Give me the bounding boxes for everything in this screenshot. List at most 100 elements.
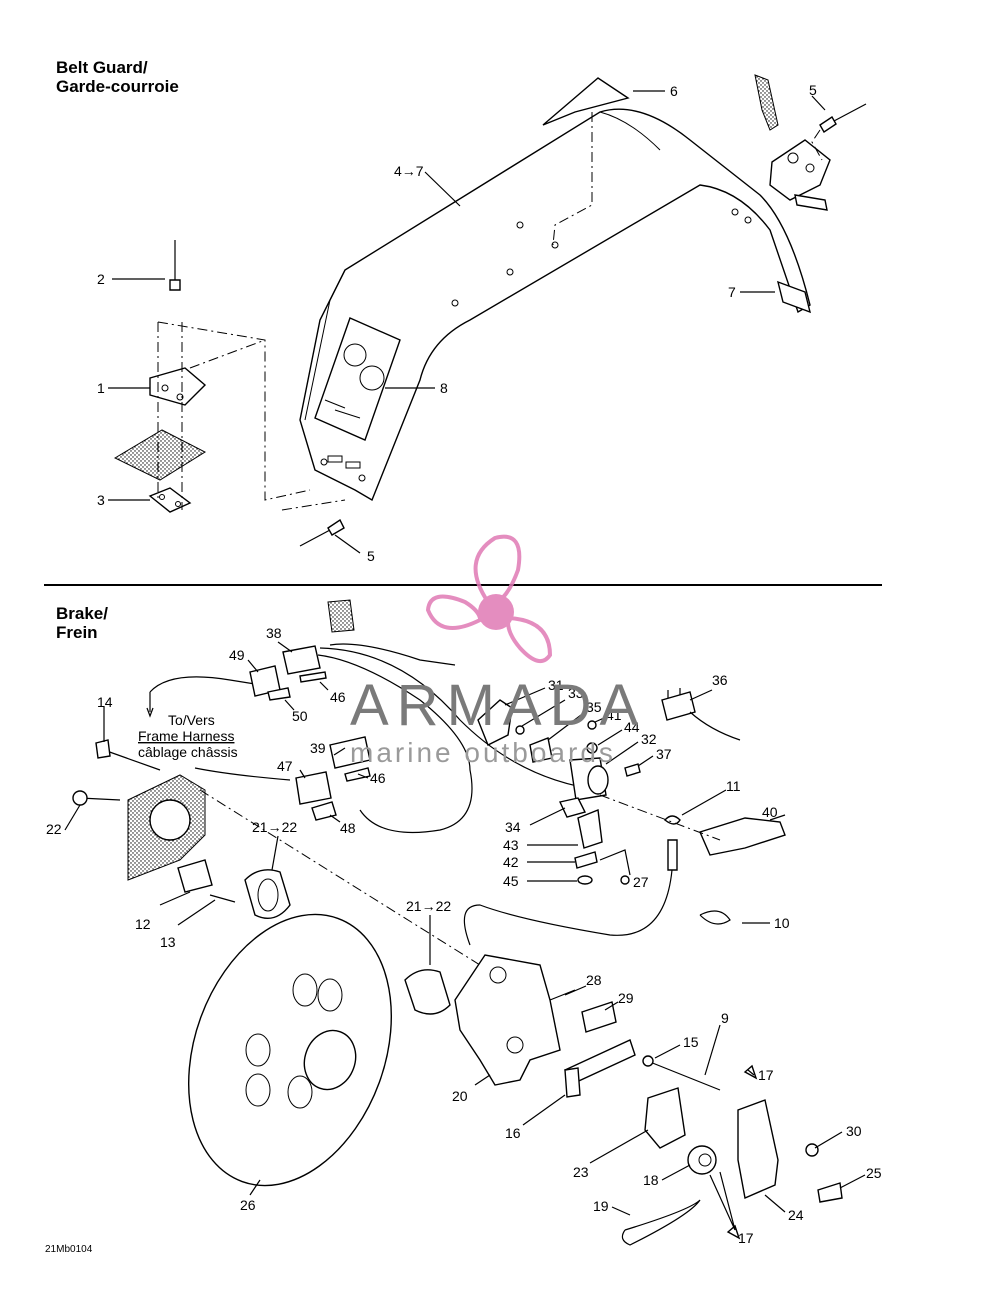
brake-cable-9 <box>463 842 673 946</box>
leader-12 <box>159 891 191 906</box>
callout-48: 48 <box>340 820 356 836</box>
nut-17b <box>726 1224 741 1240</box>
assembly-guide <box>281 499 346 511</box>
watermark-sub: marine outboards <box>350 737 616 768</box>
leader-40 <box>769 814 786 821</box>
mount-bore <box>149 799 191 841</box>
callout-34: 34 <box>505 819 521 835</box>
callout-12: 12 <box>135 916 151 932</box>
callout-36: 36 <box>712 672 728 688</box>
hinge-pin <box>794 194 828 211</box>
callout-41: 41 <box>606 707 622 723</box>
callout-8: 8 <box>440 380 448 396</box>
annotation-cablage: câblage châssis <box>138 744 238 760</box>
leader-21a <box>271 835 279 871</box>
callout-50: 50 <box>292 708 308 724</box>
callout-28: 28 <box>586 972 602 988</box>
callout-27: 27 <box>633 874 649 890</box>
bolt-14-head <box>95 739 111 759</box>
callout-10: 10 <box>774 915 790 931</box>
disc-hole <box>317 978 343 1012</box>
leader-31 <box>504 687 546 706</box>
leader-15 <box>654 1044 681 1059</box>
switch-terminals <box>667 688 681 698</box>
cover-hole <box>451 299 459 307</box>
callout-5a: 5 <box>809 82 817 98</box>
callout-42: 42 <box>503 854 519 870</box>
leader-5b <box>334 534 361 554</box>
callout-20: 20 <box>452 1088 468 1104</box>
callout-16: 16 <box>505 1125 521 1141</box>
connector-38 <box>282 645 321 675</box>
leader-24 <box>764 1194 786 1213</box>
hinge-hole <box>805 163 815 173</box>
callout-37: 37 <box>656 746 672 762</box>
leader-44 <box>597 729 623 746</box>
brake-lever-40 <box>699 817 786 856</box>
leader-49 <box>247 659 259 673</box>
watermark-logo: ARMADA marine outboards <box>350 534 638 768</box>
bracket-hole <box>176 393 184 401</box>
leader-47 <box>299 769 306 779</box>
hinge-bracket <box>769 139 831 201</box>
bushing-bore <box>257 878 279 912</box>
leader-20 <box>474 1074 491 1086</box>
leader-23 <box>589 1129 649 1164</box>
clip-25 <box>817 1182 843 1203</box>
switch-wire-2 <box>319 647 601 791</box>
belt-guard-section: 6 5 4→7 2 7 1 8 3 5 <box>97 74 867 564</box>
callout-49: 49 <box>229 647 245 663</box>
pad-bracket-end <box>564 1067 581 1098</box>
callout-21b: 21→22 <box>406 898 451 914</box>
leader-25 <box>839 1174 866 1189</box>
hinge-hole <box>787 152 799 164</box>
belt-guard-tag <box>542 77 630 126</box>
leader-50 <box>284 699 295 711</box>
bushing-42 <box>574 851 598 869</box>
callout-5b: 5 <box>367 548 375 564</box>
rivet-shaft <box>833 103 867 122</box>
leader-35 <box>547 711 586 741</box>
leader-30 <box>814 1131 843 1149</box>
disc-hub <box>303 1029 357 1091</box>
assembly-guide <box>157 321 311 501</box>
callout-24: 24 <box>788 1207 804 1223</box>
brake-title-fr: Frein <box>56 623 98 642</box>
callout-31: 31 <box>548 677 564 693</box>
spring-34 <box>558 797 587 818</box>
connector-39 <box>329 736 371 769</box>
annotation-to: To/Vers <box>168 712 215 728</box>
cover-hole <box>744 216 752 224</box>
rivet-leader <box>811 129 823 161</box>
callout-29: 29 <box>618 990 634 1006</box>
bolt-15-head <box>642 1055 654 1067</box>
leader-28 <box>564 985 587 996</box>
brake-disc-26 <box>187 913 393 1187</box>
brake-title-en: Brake/ <box>56 604 108 623</box>
bracket-1 <box>149 367 207 406</box>
axis-line-2 <box>599 794 721 841</box>
nut-30 <box>805 1143 819 1157</box>
callout-32: 32 <box>641 731 657 747</box>
belt-guard-fold <box>599 111 661 151</box>
disc-hole <box>245 1033 271 1067</box>
callout-4: 4→7 <box>394 163 424 179</box>
callout-44: 44 <box>624 719 640 735</box>
cover-label <box>345 461 361 469</box>
switch-36-wire <box>689 711 741 741</box>
bushing-21b <box>404 969 451 1015</box>
belt-guard-title-en: Belt Guard/ <box>56 58 148 77</box>
rivet-2-head <box>169 279 181 291</box>
switch-cover-31 <box>477 699 513 746</box>
bolt-22-head <box>72 790 88 806</box>
leader-4 <box>424 171 461 207</box>
callout-46a: 46 <box>330 689 346 705</box>
callout-18: 18 <box>643 1172 659 1188</box>
arrow-to-frame <box>146 707 154 718</box>
callout-17a: 17 <box>758 1067 774 1083</box>
assembly-guide <box>189 339 266 369</box>
leader-17a <box>747 1069 755 1076</box>
callout-35: 35 <box>586 699 602 715</box>
pin-37 <box>624 763 641 777</box>
washer-28 <box>549 989 576 1001</box>
